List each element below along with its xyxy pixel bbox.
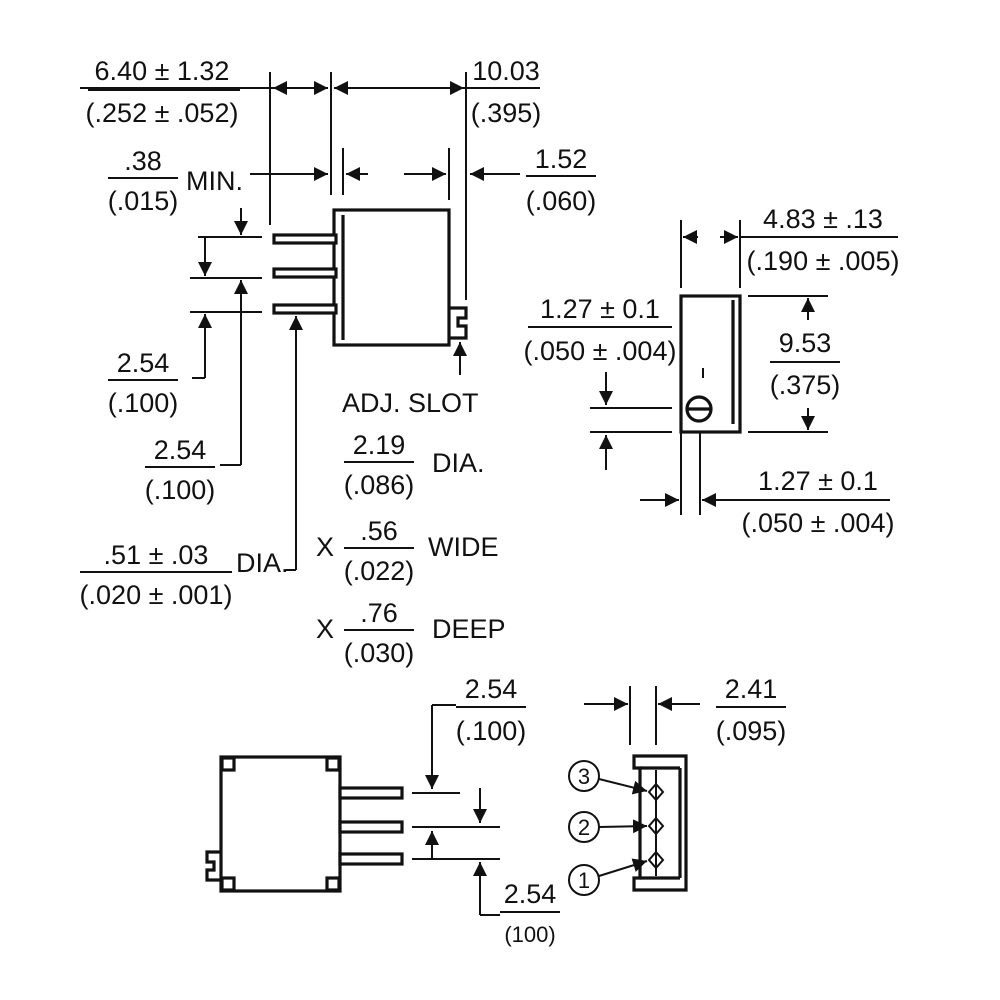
pin-leader	[598, 858, 648, 877]
overall-width-mm: 10.03	[472, 56, 540, 86]
adj-wide-prefix: X	[316, 532, 334, 562]
pitch-bottom-mm: 2.54	[504, 879, 557, 909]
front-view: 2.54 (.100) 2.54 (100)	[205, 674, 560, 947]
height-mm: 9.53	[779, 328, 832, 358]
adj-slot-tab	[449, 306, 468, 340]
adj-deep-mm: .76	[360, 598, 398, 628]
adj-slot-notes: ADJ. SLOT 2.19 (.086) DIA. X .56 (.022) …	[316, 388, 506, 668]
adj-wide-in: (.022)	[344, 556, 415, 586]
pin-leader	[598, 778, 648, 795]
pitch-bottom-in: (100)	[504, 922, 555, 947]
adj-wide-suffix: WIDE	[428, 532, 499, 562]
adj-dia-mm: 2.19	[353, 430, 406, 460]
slot-height-mm: 1.27 ± 0.1	[540, 294, 660, 324]
pin-pitch-1-mm: 2.54	[117, 348, 170, 378]
standoff-in: (.015)	[108, 186, 179, 216]
pin-end-view: 3 2 1 2.41 (.095)	[568, 674, 787, 896]
adj-deep-in: (.030)	[344, 638, 415, 668]
slot-height-in: (.050 ± .004)	[524, 336, 677, 366]
depth-mm: 4.83 ± .13	[763, 204, 883, 234]
adj-deep-prefix: X	[316, 614, 334, 644]
adj-wide-mm: .56	[360, 516, 398, 546]
pin-bottom	[272, 303, 338, 315]
pin-row-width-in: (.095)	[716, 716, 787, 746]
adj-screw-circle	[685, 395, 713, 423]
pin-label-circle	[568, 864, 600, 896]
pin-offset-in: (.050 ± .004)	[742, 508, 895, 538]
height-in: (.375)	[770, 370, 841, 400]
corner-tab	[325, 756, 341, 772]
pin-pitch-1-in: (.100)	[108, 388, 179, 418]
pin-dia-in: (.020 ± .001)	[80, 580, 233, 610]
pin-pitch-2-mm: 2.54	[154, 435, 207, 465]
pin-dia-suffix: DIA.	[236, 548, 289, 578]
body-length-in: (.252 ± .052)	[86, 98, 239, 128]
adj-dia-suffix: DIA.	[432, 448, 485, 478]
pin-pitch-2-in: (.100)	[145, 475, 216, 505]
adj-dia-in: (.086)	[344, 470, 415, 500]
pin-offset-mm: 1.27 ± 0.1	[758, 466, 878, 496]
pin-top	[338, 786, 404, 800]
pin-label-3: 3	[578, 764, 590, 789]
body-length-mm: 6.40 ± 1.32	[95, 56, 230, 86]
pin-label-2: 2	[578, 815, 590, 840]
adj-deep-suffix: DEEP	[432, 614, 506, 644]
pin-bottom	[338, 852, 404, 866]
pitch-top-mm: 2.54	[465, 674, 518, 704]
slot-offset-in: (.060)	[526, 186, 597, 216]
adj-slot-title: ADJ. SLOT	[342, 388, 479, 418]
standoff-suffix: MIN.	[186, 166, 243, 196]
pin-dia-mm: .51 ± .03	[104, 540, 209, 570]
pitch-top-in: (.100)	[456, 716, 527, 746]
pin-row-width-mm: 2.41	[725, 674, 778, 704]
adj-slot-notch	[205, 850, 221, 882]
pin-leader	[598, 819, 648, 834]
corner-tab	[220, 876, 236, 892]
end-view: 4.83 ± .13 (.190 ± .005) 9.53 (.375) 1.2…	[524, 204, 900, 538]
pin-label-1: 1	[578, 868, 590, 893]
corner-tab	[220, 756, 236, 772]
overall-width-in: (.395)	[471, 98, 542, 128]
slot-offset-mm: 1.52	[535, 144, 588, 174]
depth-in: (.190 ± .005)	[747, 246, 900, 276]
side-view: 6.40 ± 1.32 (.252 ± .052) 10.03 (.395) .…	[80, 56, 597, 610]
front-view-body	[219, 755, 342, 893]
corner-tab	[325, 876, 341, 892]
pin-label-circle	[568, 760, 600, 792]
standoff-mm: .38	[124, 146, 162, 176]
pin-middle	[338, 820, 404, 834]
side-view-body	[332, 208, 451, 347]
pin-middle	[272, 267, 338, 279]
pin-top	[272, 233, 338, 245]
